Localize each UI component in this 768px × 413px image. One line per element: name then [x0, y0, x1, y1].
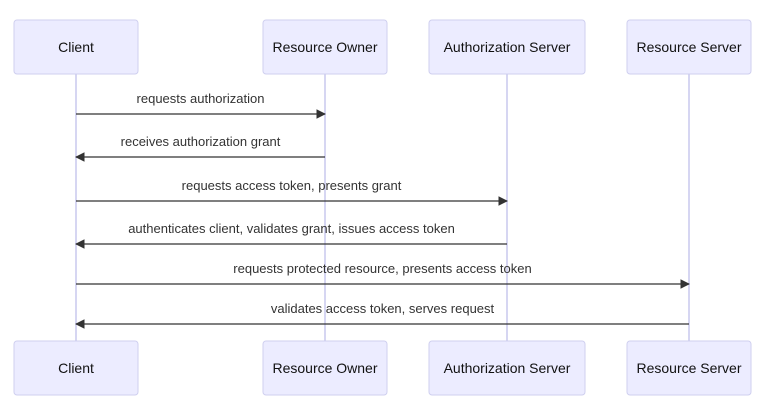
- message-2: receives authorization grant: [75, 134, 325, 162]
- participant-auth-top: Authorization Server: [428, 19, 586, 75]
- message-label: requests access token, presents grant: [182, 178, 402, 193]
- message-4: authenticates client, validates grant, i…: [75, 221, 507, 249]
- message-5: requests protected resource, presents ac…: [76, 261, 690, 289]
- message-3: requests access token, presents grant: [76, 178, 508, 206]
- participant-box: [262, 19, 388, 75]
- participant-owner-top: Resource Owner: [262, 19, 388, 75]
- participant-box: [428, 19, 586, 75]
- participant-box: [13, 19, 139, 75]
- participant-box: [626, 19, 752, 75]
- message-label: requests protected resource, presents ac…: [233, 261, 531, 276]
- message-6: validates access token, serves request: [75, 301, 689, 329]
- participant-label: Resource Owner: [272, 39, 377, 55]
- participant-resource-bottom: Resource Server: [626, 340, 752, 396]
- participant-label: Client: [58, 360, 94, 376]
- participant-client-top: Client: [13, 19, 139, 75]
- participant-client-bottom: Client: [13, 340, 139, 396]
- messages: requests authorization receives authoriza…: [75, 91, 690, 329]
- participant-label: Resource Server: [636, 39, 741, 55]
- message-label: authenticates client, validates grant, i…: [128, 221, 455, 236]
- message-label: validates access token, serves request: [271, 301, 495, 316]
- message-label: requests authorization: [137, 91, 265, 106]
- participant-auth-bottom: Authorization Server: [428, 340, 586, 396]
- message-1: requests authorization: [76, 91, 326, 119]
- participant-owner-bottom: Resource Owner: [262, 340, 388, 396]
- participant-label: Client: [58, 39, 94, 55]
- participant-box: [13, 340, 139, 396]
- message-label: receives authorization grant: [121, 134, 281, 149]
- participant-resource-top: Resource Server: [626, 19, 752, 75]
- participant-label: Resource Owner: [272, 360, 377, 376]
- participant-label: Resource Server: [636, 360, 741, 376]
- participant-label: Authorization Server: [444, 360, 571, 376]
- participant-box: [428, 340, 586, 396]
- participant-box: [626, 340, 752, 396]
- participant-label: Authorization Server: [444, 39, 571, 55]
- participant-box: [262, 340, 388, 396]
